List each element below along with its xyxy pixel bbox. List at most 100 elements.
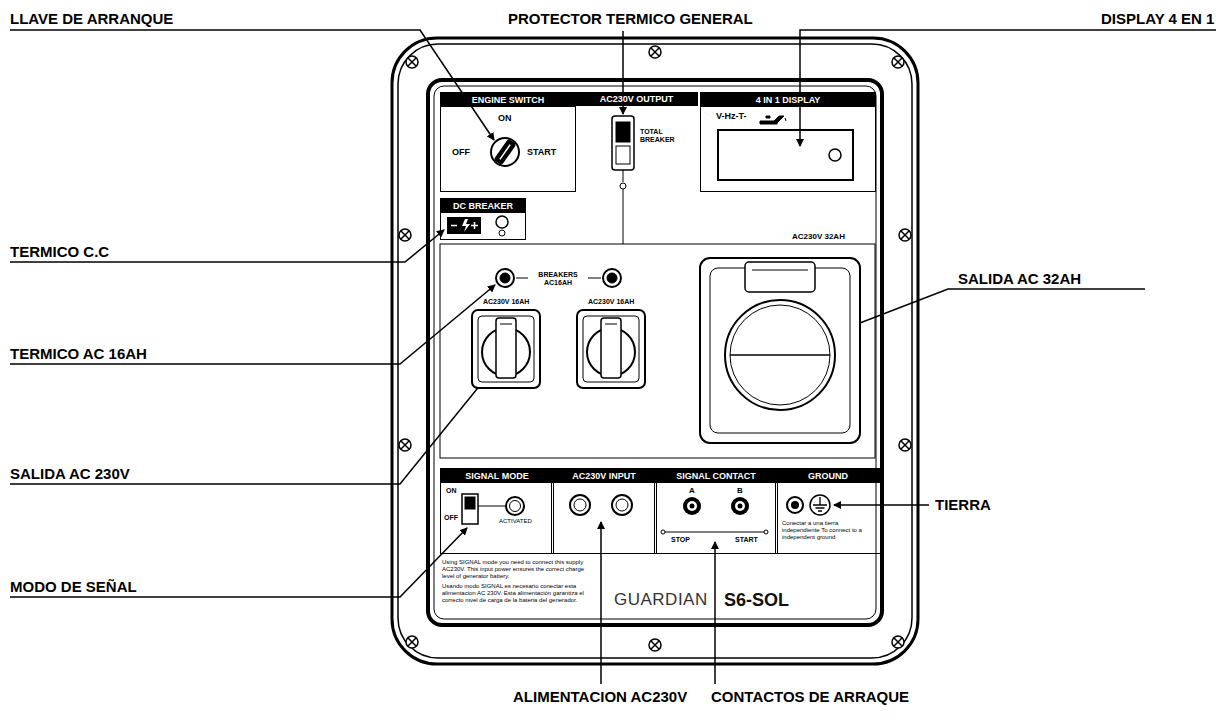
socket-16a: [601, 318, 621, 378]
breaker-text: TOTAL BREAKER: [640, 128, 680, 144]
contact-jack: [690, 504, 695, 509]
section-header: AC230V INPUT: [552, 469, 656, 483]
contact-jack: [661, 497, 768, 534]
dc-breaker-icon: [447, 217, 481, 234]
switch-position: OFF: [452, 147, 470, 157]
note-text: Usando modo SIGNAL es necesario conectar…: [442, 583, 592, 604]
main-breaker: [612, 116, 634, 170]
main-breaker: [623, 189, 624, 244]
panel-section: GROUND: [775, 468, 881, 554]
dc-breaker-icon: [447, 216, 508, 236]
callout-label: CONTACTOS DE ARRAQUE: [711, 688, 909, 706]
dc-breaker-icon: [451, 225, 457, 227]
callout-label: LLAVE DE ARRANQUE: [10, 10, 173, 28]
section-header: SIGNAL MODE: [441, 469, 553, 483]
switch-position: START: [527, 147, 556, 157]
panel-section: DC BREAKER: [440, 198, 526, 240]
signal-switch: [462, 494, 478, 524]
pin-name: START: [735, 536, 758, 544]
ground-terminal: [791, 501, 799, 509]
leader-line: [10, 230, 444, 262]
leader-line: [600, 522, 602, 684]
display-meter: [829, 149, 841, 161]
ground-terminal: [813, 497, 827, 511]
panel-section: 4 IN 1 DISPLAY: [700, 92, 876, 192]
socket-32a: [752, 270, 808, 271]
ac-breaker: [516, 278, 528, 279]
input-jack: [570, 495, 590, 515]
signal-switch: [510, 501, 521, 512]
socket-16a: [478, 316, 534, 382]
leader-line: [10, 30, 494, 140]
panel-frame: [428, 80, 882, 625]
note-text: Using SIGNAL mode you need to connect th…: [442, 559, 592, 580]
socket-32a: [725, 300, 835, 410]
ac-breaker: [588, 278, 601, 279]
section-header: DC BREAKER: [441, 199, 525, 213]
model-name: S6-SOL: [724, 590, 789, 610]
output-region: [440, 244, 875, 458]
section-header: GROUND: [776, 469, 880, 483]
contact-jack: [738, 504, 743, 509]
switch-position: ON: [446, 487, 457, 495]
socket-32a: [700, 258, 860, 443]
dc-breaker-icon: [471, 222, 478, 229]
ac-breaker: [496, 269, 621, 287]
screw: [399, 439, 411, 451]
contact-jack: [735, 501, 745, 511]
socket-32a: [700, 258, 860, 443]
input-jack: [612, 495, 632, 515]
socket-32a: [745, 262, 815, 292]
signal-switch: [506, 497, 524, 515]
socket-32a: [730, 305, 830, 405]
socket-rating: AC230V 32AH: [792, 232, 845, 241]
callout-label: TERMICO AC 16AH: [10, 345, 147, 363]
contact-jack: [661, 530, 665, 534]
ignition-key: [491, 138, 519, 166]
ignition-key: [491, 138, 519, 166]
panel-frame: [392, 38, 918, 664]
socket-16a: [583, 316, 639, 382]
breaker-text: BREAKERS AC16AH: [531, 271, 585, 287]
section-header: SIGNAL CONTACT: [655, 469, 777, 483]
contact-jack: [731, 497, 749, 515]
socket-16a: [577, 310, 645, 388]
ignition-key: [493, 138, 516, 165]
dc-breaker-icon: [499, 230, 505, 236]
panel-frame: [392, 38, 918, 664]
output-region: [440, 244, 875, 458]
ignition-key: [500, 145, 510, 160]
leader-line: [714, 542, 716, 684]
main-breaker: [620, 183, 626, 189]
input-jack: [616, 499, 628, 511]
callout-label: DISPLAY 4 EN 1: [1101, 10, 1214, 28]
screw: [899, 229, 911, 241]
callout-label: ALIMENTACION AC230V: [513, 688, 687, 706]
panel-section: AC230V OUTPUT: [575, 92, 698, 106]
screw: [892, 56, 904, 68]
screw: [399, 229, 411, 241]
input-jack: [574, 499, 586, 511]
screw: [892, 636, 904, 648]
dc-breaker-icon: [462, 219, 470, 232]
ac-breaker: [603, 269, 621, 287]
dc-breaker-icon: [496, 216, 508, 228]
leader-line: [10, 368, 494, 484]
main-breaker: [616, 146, 630, 164]
panel-frame: [434, 86, 876, 619]
ac-breaker: [500, 273, 510, 283]
display-meter: [718, 116, 853, 180]
contact-jack: [683, 497, 701, 515]
screw: [899, 439, 911, 451]
pin-name: B: [737, 486, 743, 495]
leader-line: [800, 30, 1216, 146]
contact-jack: [764, 530, 768, 534]
panel-section: ENGINE SWITCH: [440, 92, 576, 192]
socket-16a: [500, 324, 512, 325]
ac-breaker: [496, 269, 514, 287]
section-header: 4 IN 1 DISPLAY: [701, 93, 875, 107]
contact-jack: [665, 532, 764, 533]
screw: [399, 46, 911, 651]
